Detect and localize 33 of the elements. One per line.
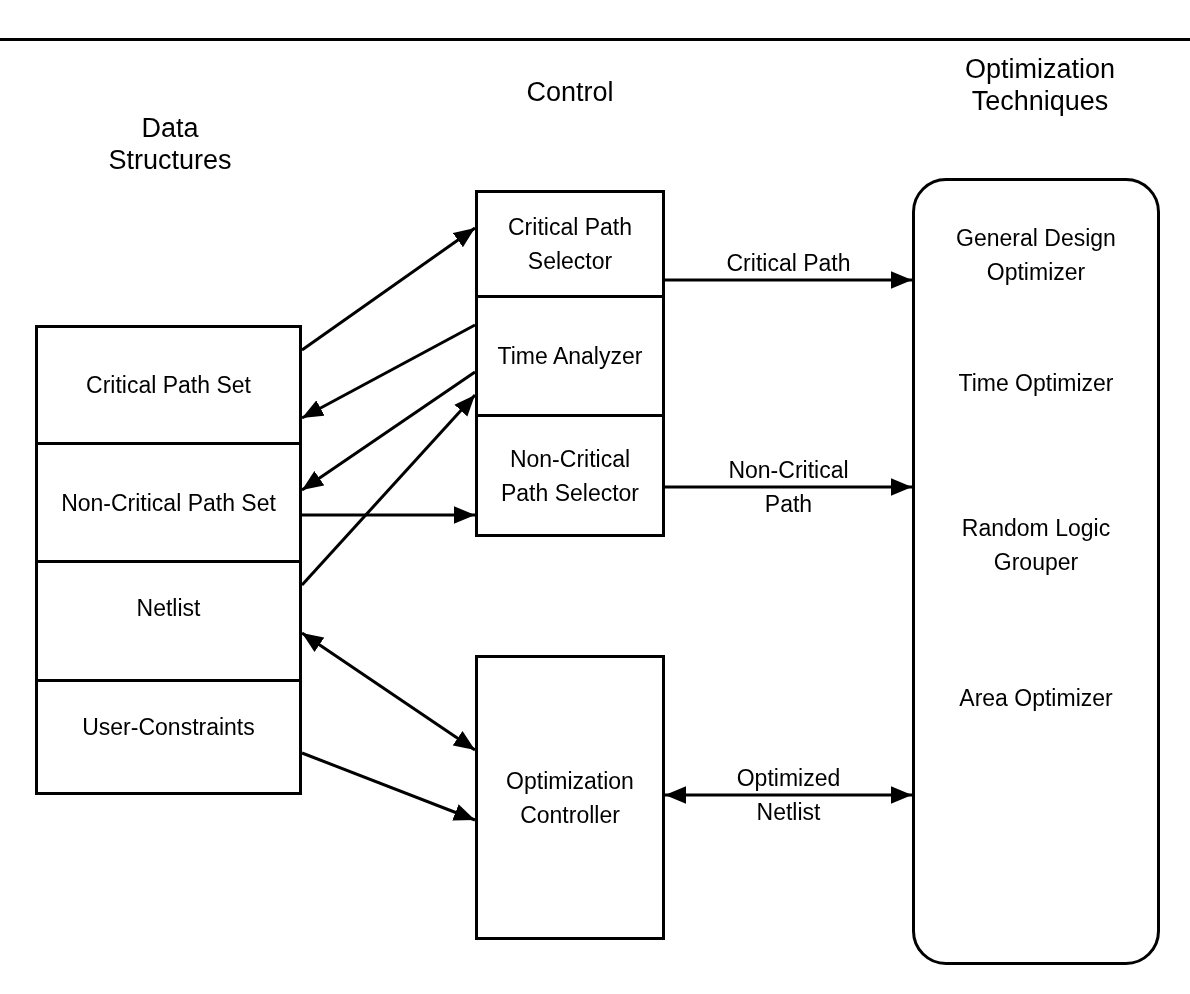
process-box: [35, 679, 302, 795]
technique-item: Random Logic Grouper: [960, 514, 1112, 577]
column-heading: Optimization Techniques: [963, 53, 1117, 117]
arrow: [301, 751, 476, 822]
arrow: [301, 631, 476, 752]
box-text: Critical Path Set: [86, 371, 251, 400]
box-text: Critical Path Selector: [507, 213, 633, 276]
technique-item: General Design Optimizer: [955, 224, 1117, 287]
box-text: Optimization Controller: [505, 766, 635, 830]
arrow: [665, 271, 912, 289]
process-box: [475, 414, 665, 537]
arrow: [665, 478, 912, 496]
arrow: [301, 323, 476, 420]
arrow: [301, 226, 476, 352]
box-text: Netlist: [136, 594, 201, 623]
box-text: Non-Critical Path Set: [61, 488, 276, 518]
column-heading: Control: [525, 76, 615, 108]
arrow: [300, 394, 477, 586]
box-text: User-Constraints: [82, 713, 255, 742]
process-box: [475, 190, 665, 298]
process-box: [35, 442, 302, 563]
process-box: [35, 560, 302, 682]
technique-item: Area Optimizer: [958, 684, 1114, 713]
arrow: [665, 786, 912, 804]
column-heading: Data Structures: [107, 112, 233, 176]
technique-item: Time Optimizer: [957, 369, 1115, 398]
process-box: [35, 325, 302, 445]
box-text: Non-Critical Path Selector: [499, 444, 641, 508]
process-box: [475, 655, 665, 940]
box-text: Time Analyzer: [497, 342, 643, 371]
arrow: [301, 370, 476, 492]
process-box: [475, 295, 665, 417]
arrow: [302, 506, 475, 524]
